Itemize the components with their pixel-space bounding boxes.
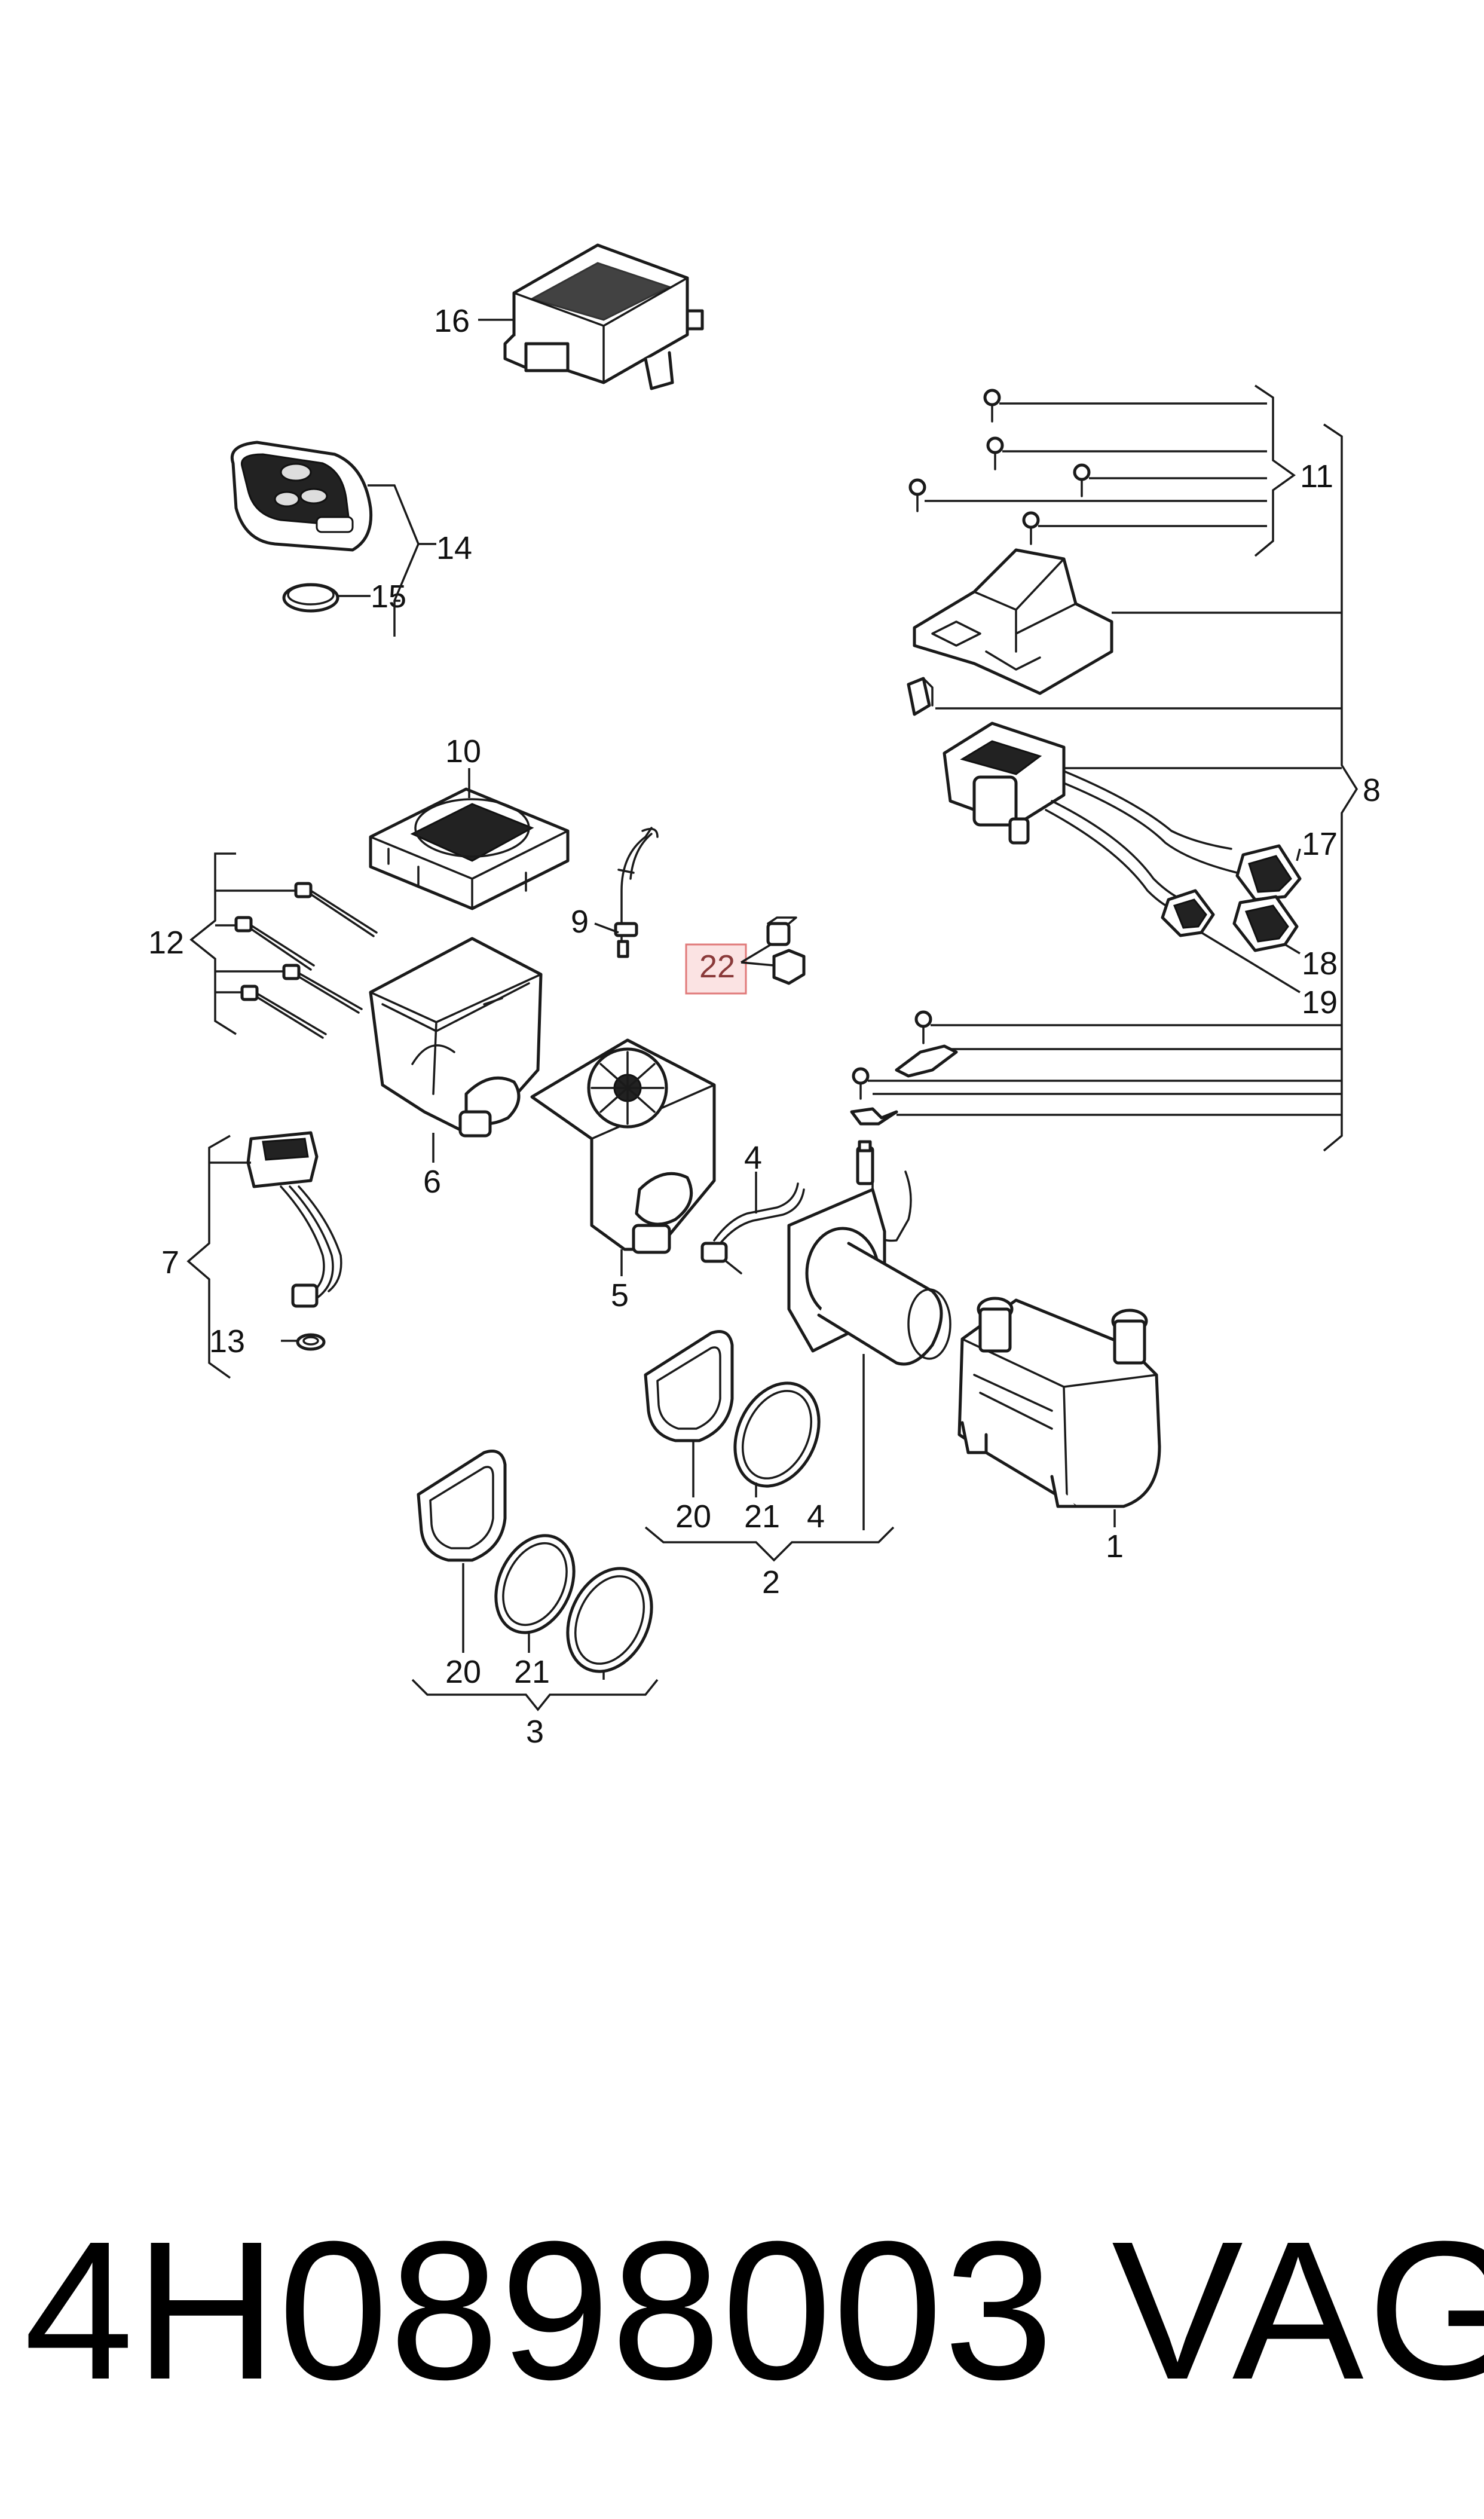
part-4-combustion-chamber[interactable] [787,1188,951,1366]
part-14-remote-key[interactable] [231,441,373,552]
part-number: 4H0898003 [24,2200,1055,2420]
callout-2: 2 [762,1564,780,1600]
callout-3: 3 [526,1714,544,1750]
part-22-plug-set[interactable] [766,916,806,985]
part-19-connector[interactable] [1161,889,1215,937]
part-1-heater-body[interactable] [957,1297,1161,1508]
callout-21b: 21 [514,1654,550,1690]
part-11-screws[interactable] [908,389,1091,545]
part-5-burner-housing[interactable] [530,1038,716,1254]
part-4-wiring[interactable] [700,1140,912,1274]
part-8-brackets[interactable] [850,1010,958,1126]
callout-9: 9 [571,904,589,940]
part-8-clip[interactable] [907,677,934,716]
part-6-housing[interactable] [369,937,543,1138]
brand-name: VAG [1112,2200,1484,2420]
callout-22: 22 [699,949,735,985]
part-13-o-ring[interactable] [296,1333,326,1351]
callout-13: 13 [209,1323,245,1359]
callout-19: 19 [1302,985,1338,1020]
callout-21a: 21 [744,1499,780,1534]
callout-22-highlight [685,943,747,995]
part-17-connector[interactable] [1235,844,1302,901]
part-20-gasket-lower[interactable] [417,1450,507,1562]
callout-14: 14 [436,530,472,566]
part-12-screws[interactable] [234,882,378,1039]
callout-10: 10 [445,733,481,769]
part-21-seal-lower[interactable] [481,1523,668,1685]
callout-8: 8 [1363,772,1381,808]
callout-16: 16 [434,303,470,339]
part-16-control-unit[interactable] [503,243,704,390]
callout-4a: 4 [744,1140,762,1176]
callout-5: 5 [611,1277,629,1313]
callout-18: 18 [1302,946,1338,982]
callout-20b: 20 [445,1654,481,1690]
callout-7: 7 [161,1245,179,1280]
callout-1: 1 [1106,1528,1124,1564]
part-15-battery[interactable] [282,583,339,613]
callout-11: 11 [1300,458,1333,494]
callout-20a: 20 [675,1499,711,1534]
callout-17: 17 [1302,826,1338,862]
callout-4b: 4 [807,1499,825,1534]
callout-6: 6 [423,1164,441,1200]
callout-12: 12 [148,925,184,961]
part-8-pump[interactable] [943,722,1238,913]
part-20-gasket-upper[interactable] [644,1330,734,1442]
part-21-seal-upper[interactable] [719,1369,835,1500]
part-9-sensor[interactable] [614,827,659,958]
part-10-cover[interactable] [369,787,570,910]
part-8-pump-cover[interactable] [913,548,1113,695]
part-18-connector[interactable] [1232,895,1299,952]
part-7-harness[interactable] [246,1131,342,1308]
